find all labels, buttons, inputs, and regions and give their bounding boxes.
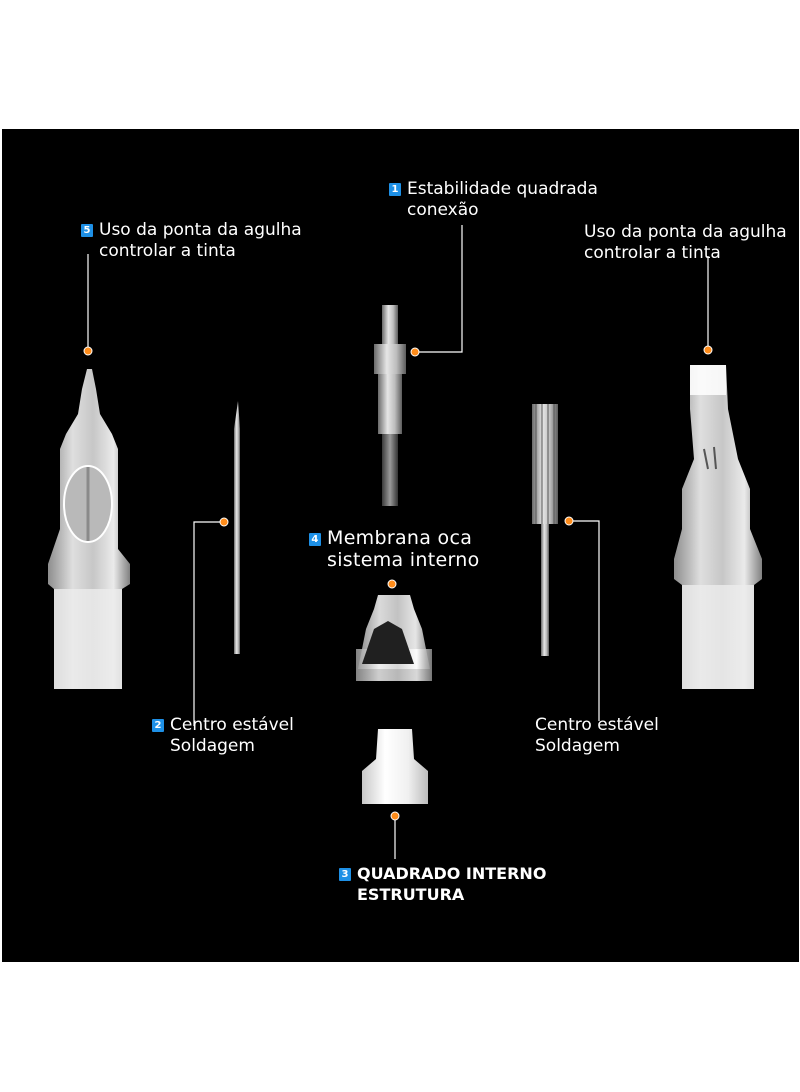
left-needle	[234, 401, 240, 654]
marker-dots	[83, 345, 713, 821]
badge-3: 3	[339, 868, 351, 881]
left-cartridge	[48, 369, 130, 689]
right-cartridge	[674, 365, 762, 689]
right-needle-group	[532, 404, 558, 656]
inner-square-structure	[362, 729, 428, 804]
badge-1: 1	[389, 183, 401, 196]
membrane-piece	[356, 595, 432, 681]
label-needle-tip-right: Uso da ponta da agulha controlar a tinta	[584, 222, 787, 263]
cartridge-illustration	[48, 225, 762, 859]
leader-lines	[87, 225, 709, 859]
label-stable-center-right: Centro estável Soldagem	[535, 715, 659, 756]
badge-5: 5	[81, 224, 93, 237]
needle-bar	[374, 305, 406, 506]
badge-2: 2	[152, 719, 164, 732]
badge-4: 4	[309, 533, 321, 546]
